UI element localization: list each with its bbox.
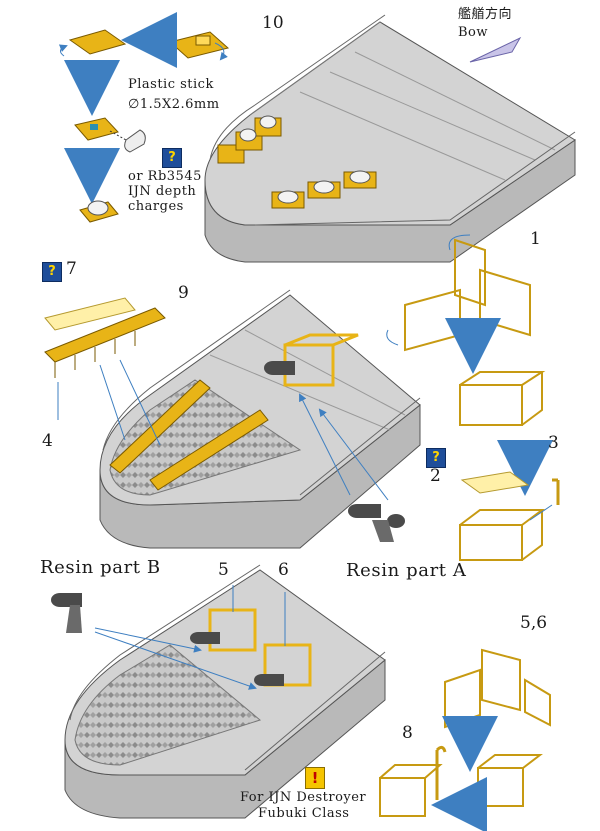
label-part-9: 9: [178, 283, 189, 303]
info-flag-icon: ?: [42, 262, 62, 282]
part-1-folded: [459, 371, 546, 426]
label-part-1: 1: [530, 229, 541, 249]
bow-arrow: [469, 36, 522, 63]
leader-lines-bottom: [94, 585, 286, 690]
railing-top: [209, 14, 576, 226]
label-part-4: 4: [42, 431, 53, 451]
label-for-ijn: For IJN Destroyer: [240, 790, 367, 805]
part-9-rail: [44, 307, 166, 378]
label-resin-part-b: Resin part B: [40, 557, 161, 578]
label-part-6: 6: [278, 560, 289, 580]
label-bow: Bow: [458, 25, 489, 40]
label-part-5: 5: [218, 560, 229, 580]
leader-lines-middle: [57, 359, 389, 501]
label-charges: charges: [128, 199, 184, 214]
part-5-6-flat: [444, 648, 551, 729]
part-1-final: [459, 504, 553, 561]
label-part-7: 7: [66, 259, 77, 279]
depth-charge-rack: [79, 200, 119, 223]
resin-part-b: [51, 593, 82, 633]
label-stick-dims: ∅1.5X2.6mm: [128, 97, 220, 112]
label-plastic-stick: Plastic stick: [128, 77, 214, 92]
info-flag-icon: ?: [162, 148, 182, 168]
stern-hull-bottom: [64, 569, 386, 819]
label-part-3: 3: [548, 433, 559, 453]
part-10-flat: [168, 31, 230, 61]
part-8-pole: [435, 745, 447, 800]
label-ijn-depth: IJN depth: [128, 184, 197, 199]
label-or-rb: or Rb3545: [128, 169, 202, 184]
label-part-5-6: 5,6: [520, 613, 548, 633]
part-10-rack: [74, 117, 119, 141]
label-part-2: 2: [430, 466, 441, 486]
label-part-10: 10: [262, 13, 284, 33]
plastic-stick: [109, 129, 146, 153]
part-2-plate: [460, 471, 530, 494]
resin-part-a: [348, 504, 405, 542]
railing-bottom: [69, 564, 386, 771]
warning-exclamation-icon: !: [305, 767, 325, 789]
part-3-bracket: [552, 478, 560, 505]
label-bow-cn: 艦艏方向: [458, 7, 513, 22]
depth-charge-racks-top: [217, 115, 377, 209]
rails-9-installed: [109, 379, 269, 491]
label-fubuki: Fubuki Class: [258, 806, 350, 821]
part-10-folded: [58, 29, 127, 57]
label-part-8: 8: [402, 723, 413, 743]
part-5-6-folded: [477, 754, 543, 807]
stern-hull-middle: [99, 294, 421, 549]
label-resin-part-a: Resin part A: [346, 560, 467, 581]
stern-hull-top: [204, 21, 576, 263]
part-7-plate: [44, 297, 136, 331]
info-flag-icon: ?: [426, 448, 446, 468]
part-5-6-final: [379, 764, 443, 817]
racks-1-installed: [264, 333, 359, 387]
racks-5-6-installed: [190, 608, 312, 687]
railing-middle: [102, 289, 421, 496]
